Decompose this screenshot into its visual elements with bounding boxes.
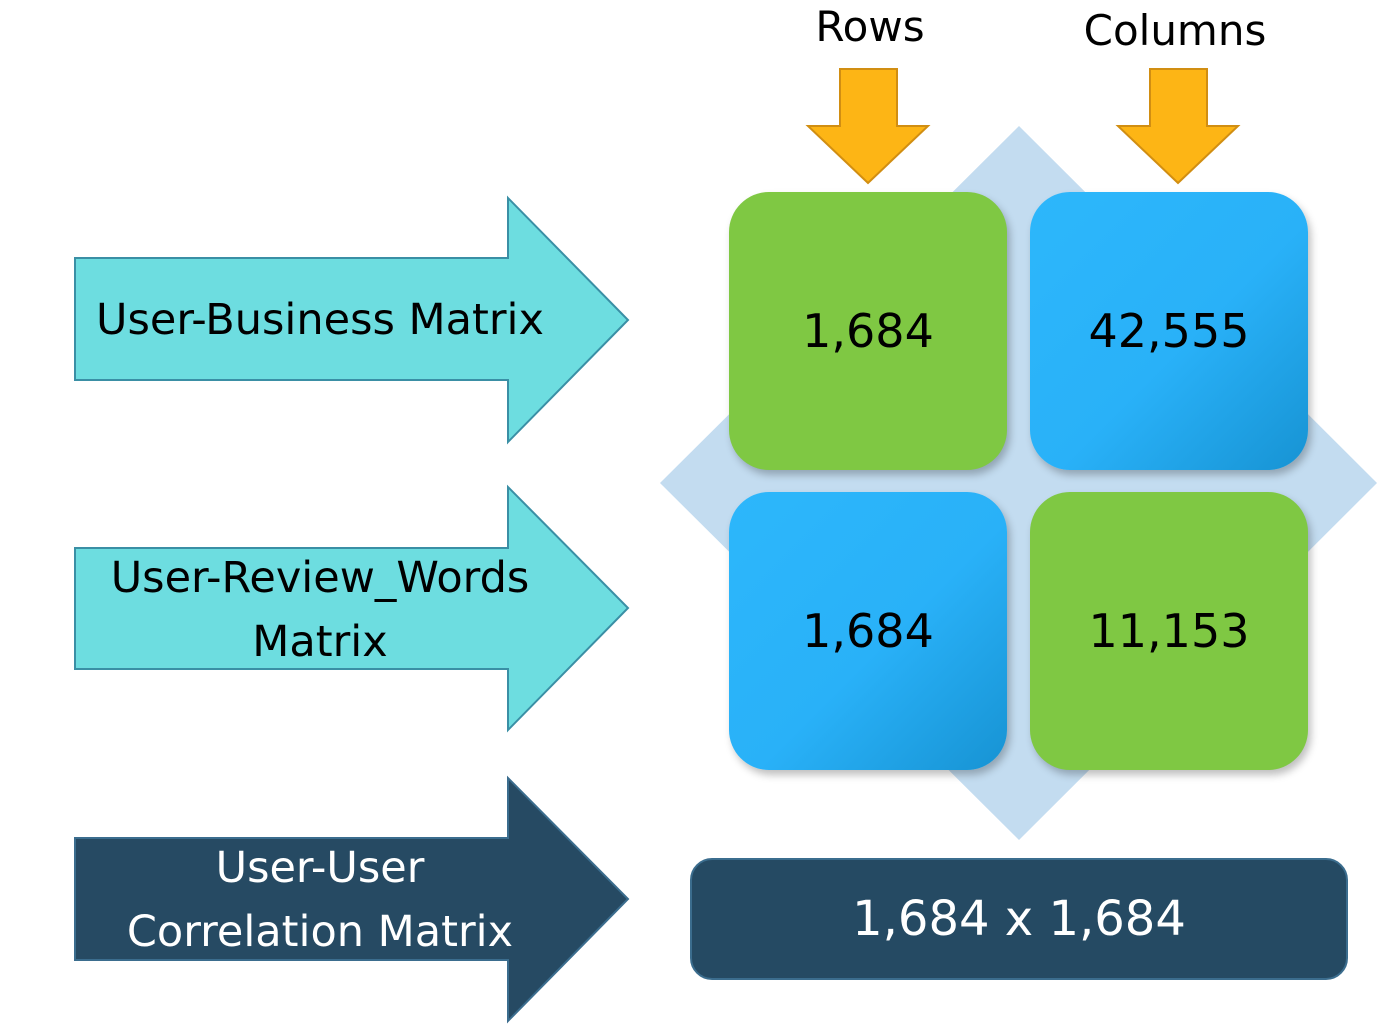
user-business-label: User-Business Matrix: [96, 295, 544, 345]
tile-review-words-columns: 11,153: [1030, 492, 1308, 770]
tile-review-words-rows: 1,684: [729, 492, 1007, 770]
tile-business-columns: 42,555: [1030, 192, 1308, 470]
user-user-correlation-label: User-User Correlation Matrix: [126, 843, 514, 957]
columns-header: Columns: [1083, 6, 1267, 55]
result-dimension-box: 1,684 x 1,684: [690, 858, 1348, 980]
rows-header: Rows: [815, 2, 925, 51]
user-review-words-label: User-Review_Words Matrix: [110, 553, 530, 667]
tile-business-rows: 1,684: [729, 192, 1007, 470]
